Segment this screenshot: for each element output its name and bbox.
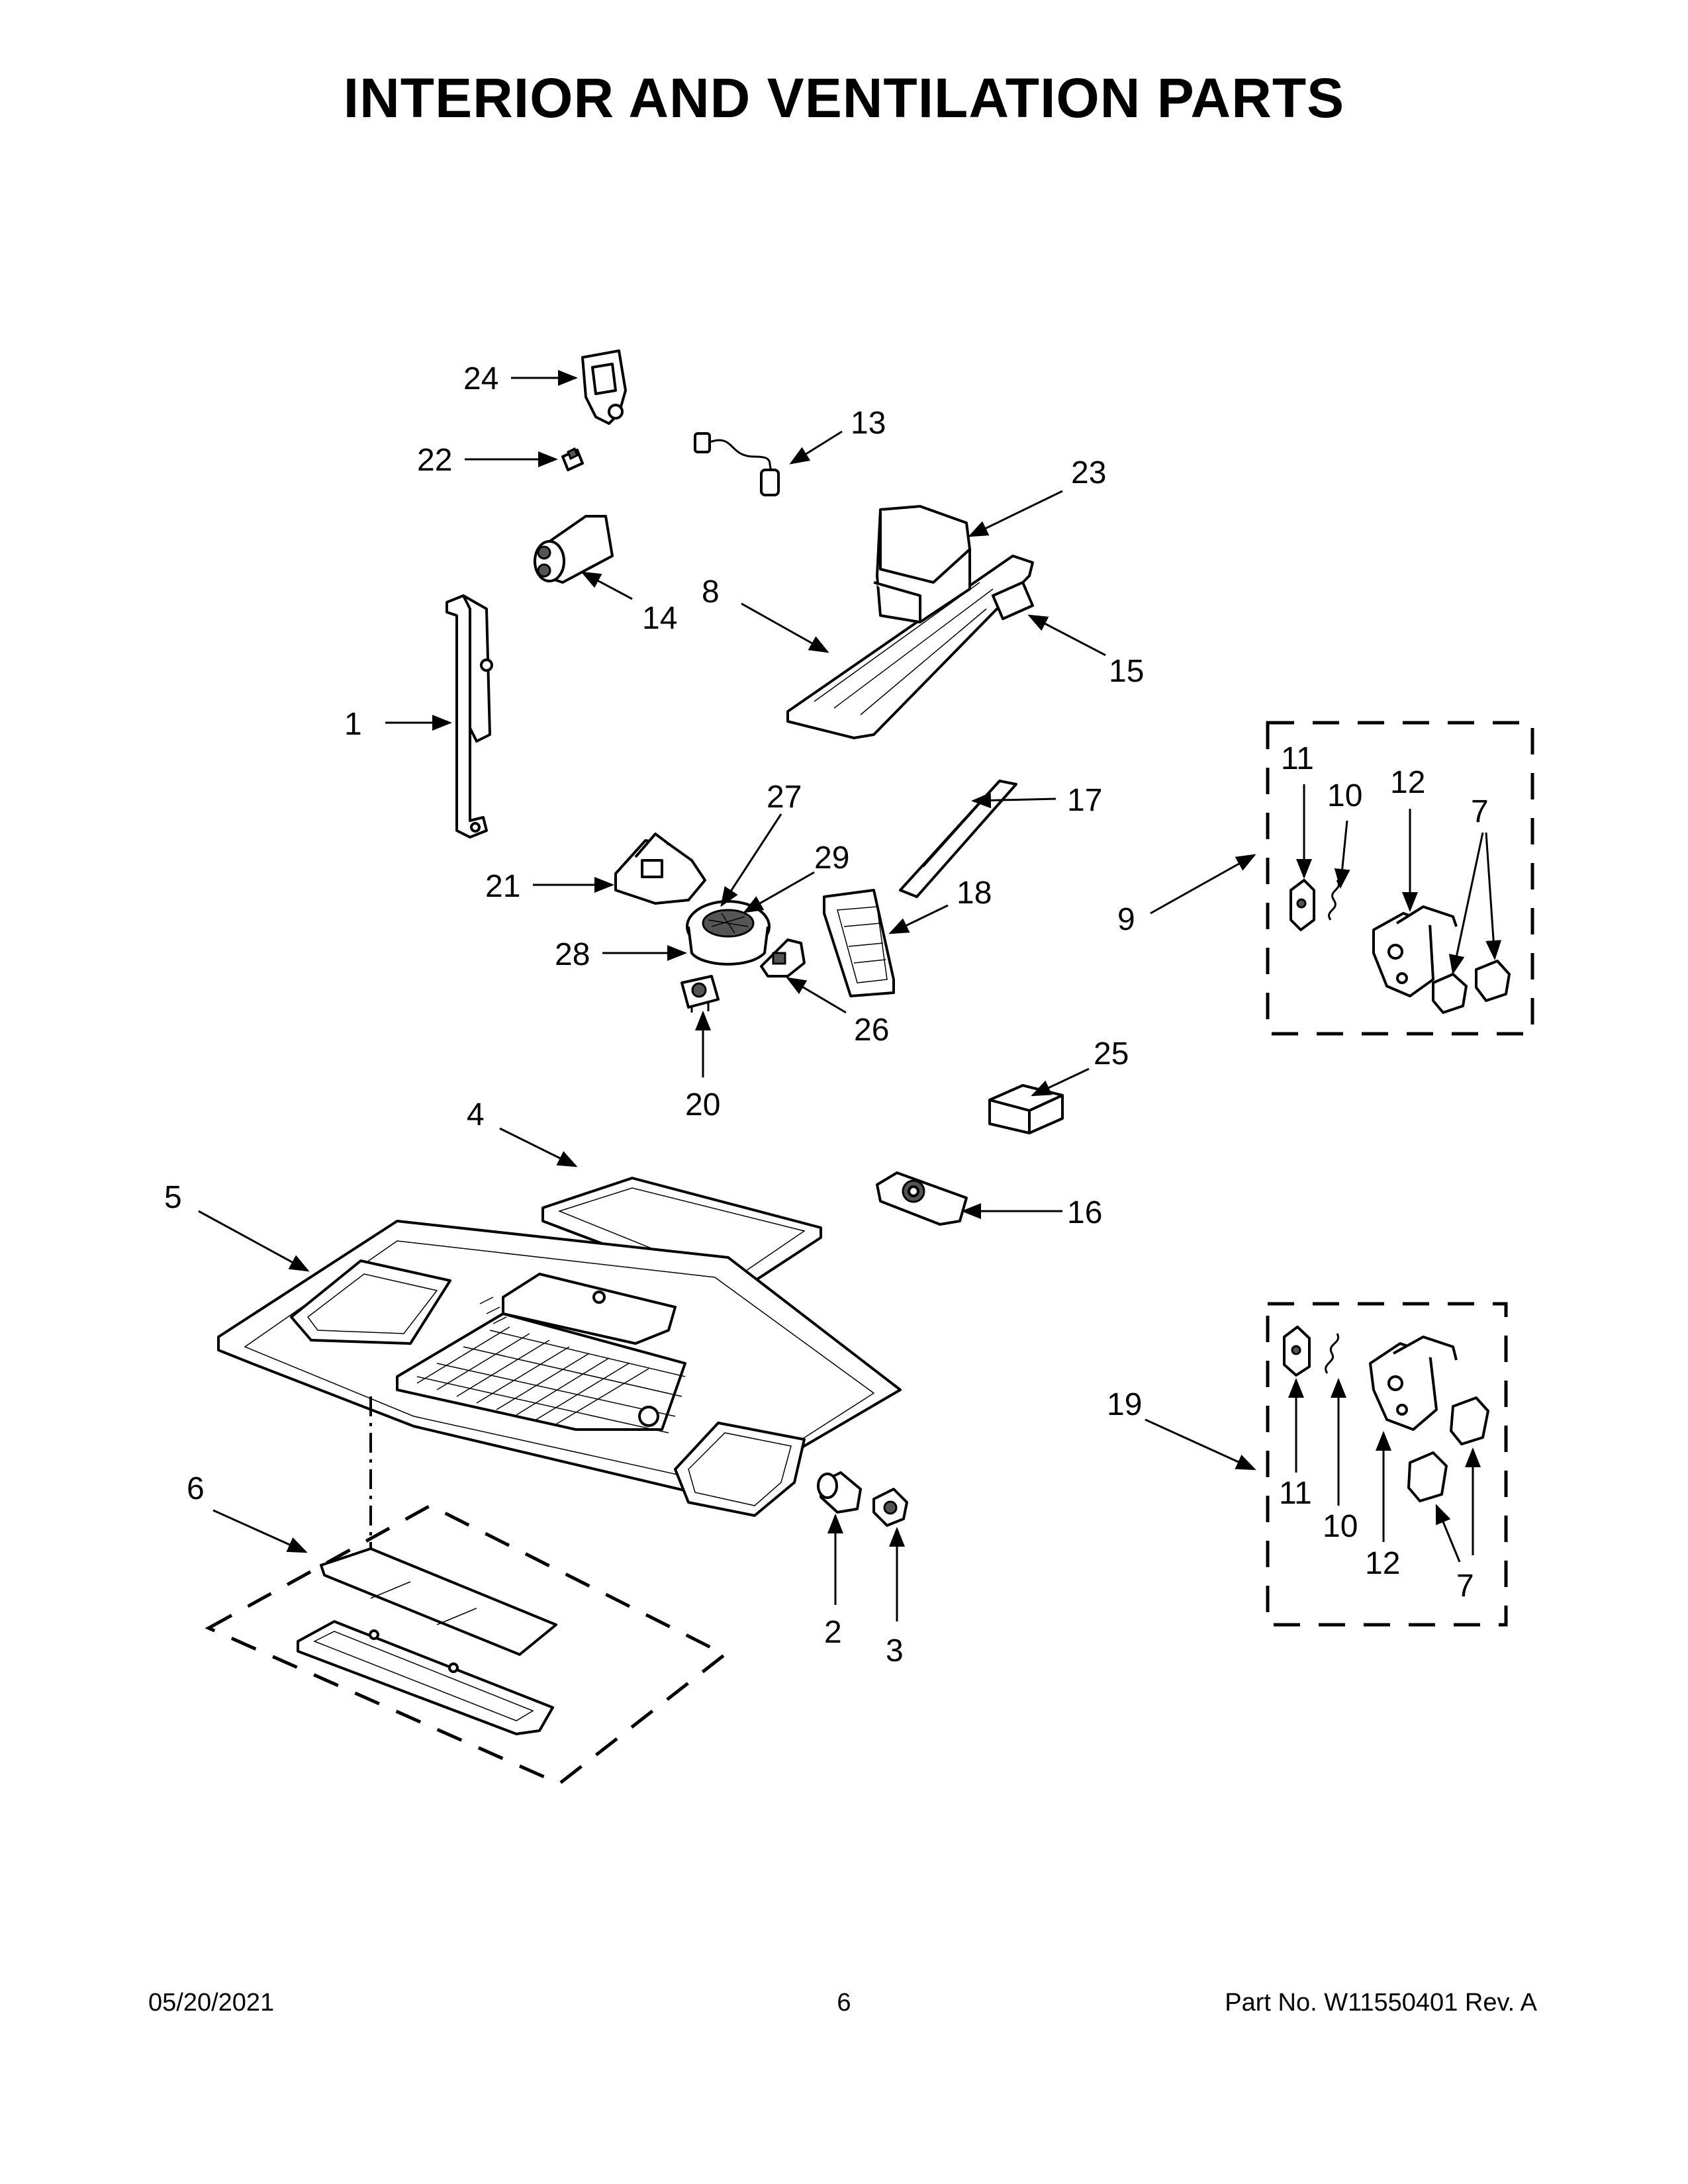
part-11-switch-holder-a <box>1289 879 1315 931</box>
part-11-switch-holder-b <box>1283 1326 1311 1377</box>
callout-4: 4 <box>467 1097 485 1132</box>
callout-10a: 10 <box>1327 778 1362 813</box>
part-24-bracket <box>581 349 627 425</box>
callout-21: 21 <box>485 869 520 904</box>
callout-16: 16 <box>1067 1195 1102 1230</box>
part-21-damper <box>614 833 706 905</box>
part-19-latch-group-box <box>1266 1302 1508 1627</box>
callout-18: 18 <box>957 876 992 911</box>
callout-19: 19 <box>1107 1387 1142 1422</box>
callout-2: 2 <box>824 1615 842 1650</box>
callout-29: 29 <box>814 841 849 876</box>
part-7-switch-a1 <box>1432 973 1468 1014</box>
part-13-wire <box>694 432 780 496</box>
callout-26: 26 <box>854 1013 889 1048</box>
part-23-transformer <box>873 505 971 623</box>
callout-12a: 12 <box>1390 765 1425 800</box>
callout-25: 25 <box>1094 1036 1129 1071</box>
callout-10b: 10 <box>1323 1509 1358 1544</box>
part-12-latch-a <box>1372 905 1458 997</box>
part-10-spring-a <box>1328 880 1340 921</box>
footer-part-number: Part No. W11550401 Rev. A <box>1225 1989 1537 2017</box>
callout-23: 23 <box>1071 455 1106 490</box>
callout-5: 5 <box>164 1180 182 1215</box>
part-18-grille <box>823 889 895 997</box>
part-3-socket <box>872 1488 908 1527</box>
part-7-switch-b2 <box>1407 1451 1448 1502</box>
part-1-bracket <box>445 594 493 839</box>
callout-7b: 7 <box>1456 1569 1474 1604</box>
callout-14: 14 <box>642 601 677 636</box>
part-22-clip <box>561 447 584 471</box>
part-2-lamp <box>817 1471 862 1514</box>
part-20-thermostat <box>680 975 720 1013</box>
part-7-switch-b1 <box>1450 1396 1489 1445</box>
part-28-fan-motor <box>686 900 771 966</box>
callout-3: 3 <box>886 1633 904 1668</box>
callout-13: 13 <box>851 406 886 441</box>
callout-15: 15 <box>1109 654 1144 689</box>
part-14-capacitor <box>534 515 614 584</box>
page-title: INTERIOR AND VENTILATION PARTS <box>343 67 1345 129</box>
footer-page-number: 6 <box>837 1989 851 2017</box>
callout-11a: 11 <box>1281 741 1314 776</box>
callout-28: 28 <box>555 937 590 972</box>
callout-6: 6 <box>187 1471 205 1506</box>
part-10-spring-b <box>1325 1333 1340 1374</box>
part-12-latch-b <box>1369 1336 1458 1431</box>
part-25-cover <box>988 1084 1064 1134</box>
callout-8: 8 <box>702 574 720 610</box>
callout-17: 17 <box>1067 783 1102 818</box>
callout-7a: 7 <box>1471 794 1489 829</box>
callout-11b: 11 <box>1279 1476 1312 1511</box>
callout-24: 24 <box>463 361 498 396</box>
callout-9: 9 <box>1117 902 1135 937</box>
callout-22: 22 <box>417 443 452 478</box>
footer-date: 05/20/2021 <box>148 1989 275 2017</box>
part-6-charcoal-filter-group <box>205 1504 728 1786</box>
callout-1: 1 <box>344 707 362 742</box>
part-16-plate <box>876 1171 968 1226</box>
callout-27: 27 <box>767 780 802 815</box>
part-15-box <box>992 581 1034 620</box>
part-8-base-plate <box>786 555 1034 739</box>
part-5-bottom-plate <box>217 1220 902 1517</box>
part-17-rail <box>899 780 1017 898</box>
callout-12b: 12 <box>1365 1546 1400 1581</box>
callout-20: 20 <box>685 1087 720 1122</box>
part-7-switch-a2 <box>1475 960 1511 1002</box>
part-26-bracket <box>760 938 806 978</box>
part-9-latch-group-box <box>1266 721 1534 1036</box>
